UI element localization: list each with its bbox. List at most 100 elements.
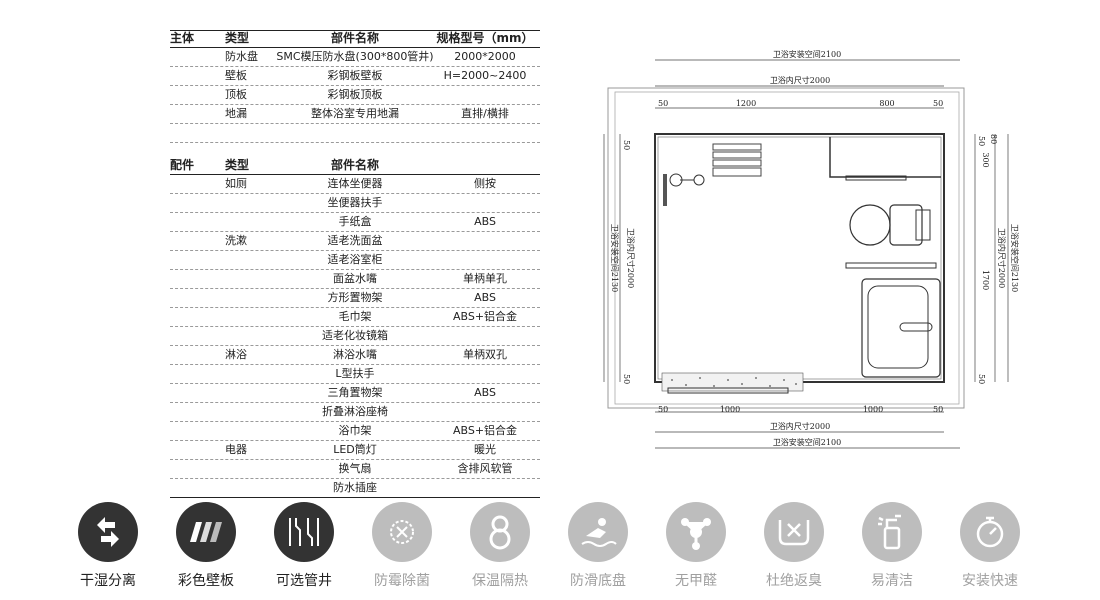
dim-bottom-50b: 50 <box>933 405 943 414</box>
feature-label: 易清洁 <box>871 573 913 589</box>
table-row: 浴巾架 ABS+铝合金 <box>170 422 540 441</box>
dim-bottom-outer: 卫浴安装空间2100 <box>773 437 841 447</box>
bathroom-inner-wall <box>657 136 942 380</box>
wash-basin-cabinet <box>861 278 941 378</box>
pipe-shaft-wall <box>829 137 941 178</box>
cell-part: 淋浴水嘴 <box>333 348 377 361</box>
header-type: 类型 <box>225 31 250 45</box>
feature-color-panel: 彩色壁板 <box>158 502 254 590</box>
dim-right-1700: 1700 <box>981 270 990 290</box>
cell-part: 浴巾架 <box>338 424 372 437</box>
dim-top-1200: 1200 <box>736 99 756 108</box>
feature-pipe-shaft: 可选管井 <box>256 502 352 590</box>
basin-faucet <box>899 322 933 332</box>
cell-part: 适老洗面盆 <box>327 234 383 247</box>
dim-top-inner: 卫浴内尺寸2000 <box>770 75 830 85</box>
floor-plan-diagram: 卫浴安装空间2100 卫浴内尺寸2000 50 1200 800 50 50 1… <box>590 40 1030 460</box>
cell-type: 防水盘 <box>225 50 258 63</box>
cell-type: 淋浴 <box>225 348 247 361</box>
insulation-icon <box>470 502 530 562</box>
cell-part: 方形置物架 <box>327 291 383 304</box>
header-part-name: 部件名称 <box>330 158 379 172</box>
color-panel-icon <box>176 502 236 562</box>
install-space-outline <box>607 87 965 409</box>
feature-label: 防滑底盘 <box>570 573 626 589</box>
cell-spec: ABS+铝合金 <box>452 310 518 323</box>
feature-label: 保温隔热 <box>472 573 528 589</box>
dim-bottom-inner: 卫浴内尺寸2000 <box>770 421 830 431</box>
dim-top-outer: 卫浴安装空间2100 <box>773 49 841 59</box>
formaldehyde-free-icon <box>666 502 726 562</box>
table-row: 适老化妆镜箱 <box>170 327 540 346</box>
main-spec-table: 主体 类型 部件名称 规格型号（mm） 防水盘 SMC模压防水盘(300*800… <box>170 30 540 143</box>
feature-formaldehyde-free: 无甲醛 <box>648 502 744 590</box>
dim-left-inner: 卫浴内尺寸2000 <box>626 228 636 288</box>
table-row: 顶板 彩钢板顶板 <box>170 86 540 105</box>
towel-rack <box>712 143 762 151</box>
shower-drain-strip <box>661 372 804 392</box>
cell-part: 防水插座 <box>333 481 377 494</box>
table-row: 洗漱 适老洗面盆 <box>170 232 540 251</box>
easy-clean-icon <box>862 502 922 562</box>
cell-part: 三角置物架 <box>327 386 383 399</box>
grab-bar <box>845 262 937 269</box>
toilet-bowl <box>849 204 891 246</box>
header-spec: 规格型号（mm） <box>436 31 534 45</box>
feature-label: 杜绝返臭 <box>766 573 822 589</box>
cell-part: 适老浴室柜 <box>327 253 383 266</box>
cell-type: 电器 <box>225 443 247 456</box>
cell-spec: ABS+铝合金 <box>452 424 518 437</box>
table-row: 防水盘 SMC模压防水盘(300*800管井) 2000*2000 <box>170 48 540 67</box>
dim-bottom-1000a: 1000 <box>720 405 740 414</box>
cell-part: 适老化妆镜箱 <box>322 329 388 342</box>
cell-part: 整体浴室专用地漏 <box>311 107 399 120</box>
cell-part: 坐便器扶手 <box>327 196 383 209</box>
antibacterial-icon <box>372 502 432 562</box>
cell-type: 洗漱 <box>225 234 247 247</box>
table-row: 坐便器扶手 <box>170 194 540 213</box>
table-row: 面盆水嘴 单柄单孔 <box>170 270 540 289</box>
pipe-shaft-icon <box>274 502 334 562</box>
header-main: 主体 <box>170 31 195 45</box>
table-row: 防水插座 <box>170 479 540 498</box>
dim-bottom-1000b: 1000 <box>863 405 883 414</box>
header-type: 类型 <box>225 158 250 172</box>
feature-insulation: 保温隔热 <box>452 502 548 590</box>
cell-type: 壁板 <box>225 69 247 82</box>
feature-label: 无甲醛 <box>675 573 717 589</box>
dim-right-300: 300 <box>981 152 990 167</box>
cell-spec: 单柄单孔 <box>463 272 507 285</box>
table-row-blank <box>170 124 540 143</box>
feature-anti-slip: 防滑底盘 <box>550 502 646 590</box>
dry-wet-separation-icon <box>78 502 138 562</box>
grab-bar-top <box>845 175 907 181</box>
cell-spec: 单柄双孔 <box>463 348 507 361</box>
cell-part: 手纸盒 <box>338 215 372 228</box>
table-row: 淋浴 淋浴水嘴 单柄双孔 <box>170 346 540 365</box>
dim-right-outer: 卫浴安装空间2130 <box>1010 224 1020 292</box>
cell-spec: 侧按 <box>474 177 496 190</box>
bathroom-wall <box>654 133 945 383</box>
dim-right-inner: 卫浴内尺寸2000 <box>997 228 1007 288</box>
dim-top-800: 800 <box>879 99 894 108</box>
toilet-tank <box>889 204 923 246</box>
dim-top-50a: 50 <box>658 99 668 108</box>
feature-antibacterial: 防霉除菌 <box>354 502 450 590</box>
table-row: 壁板 彩钢板壁板 H=2000~2400 <box>170 67 540 86</box>
table-top-rule <box>170 30 540 31</box>
cell-part: SMC模压防水盘(300*800管井) <box>276 50 434 63</box>
cell-part: 换气扇 <box>338 462 372 475</box>
table-row: L型扶手 <box>170 365 540 384</box>
table-row: 三角置物架 ABS <box>170 384 540 403</box>
dim-left-50b: 50 <box>622 374 631 384</box>
dimension-lines <box>603 59 1009 449</box>
cell-part: LED筒灯 <box>333 443 377 456</box>
table-row: 折叠淋浴座椅 <box>170 403 540 422</box>
cell-part: 面盆水嘴 <box>333 272 377 285</box>
cell-spec: ABS <box>474 386 496 399</box>
cell-spec: 暖光 <box>474 443 496 456</box>
table-row: 换气扇含排风软管 <box>170 460 540 479</box>
